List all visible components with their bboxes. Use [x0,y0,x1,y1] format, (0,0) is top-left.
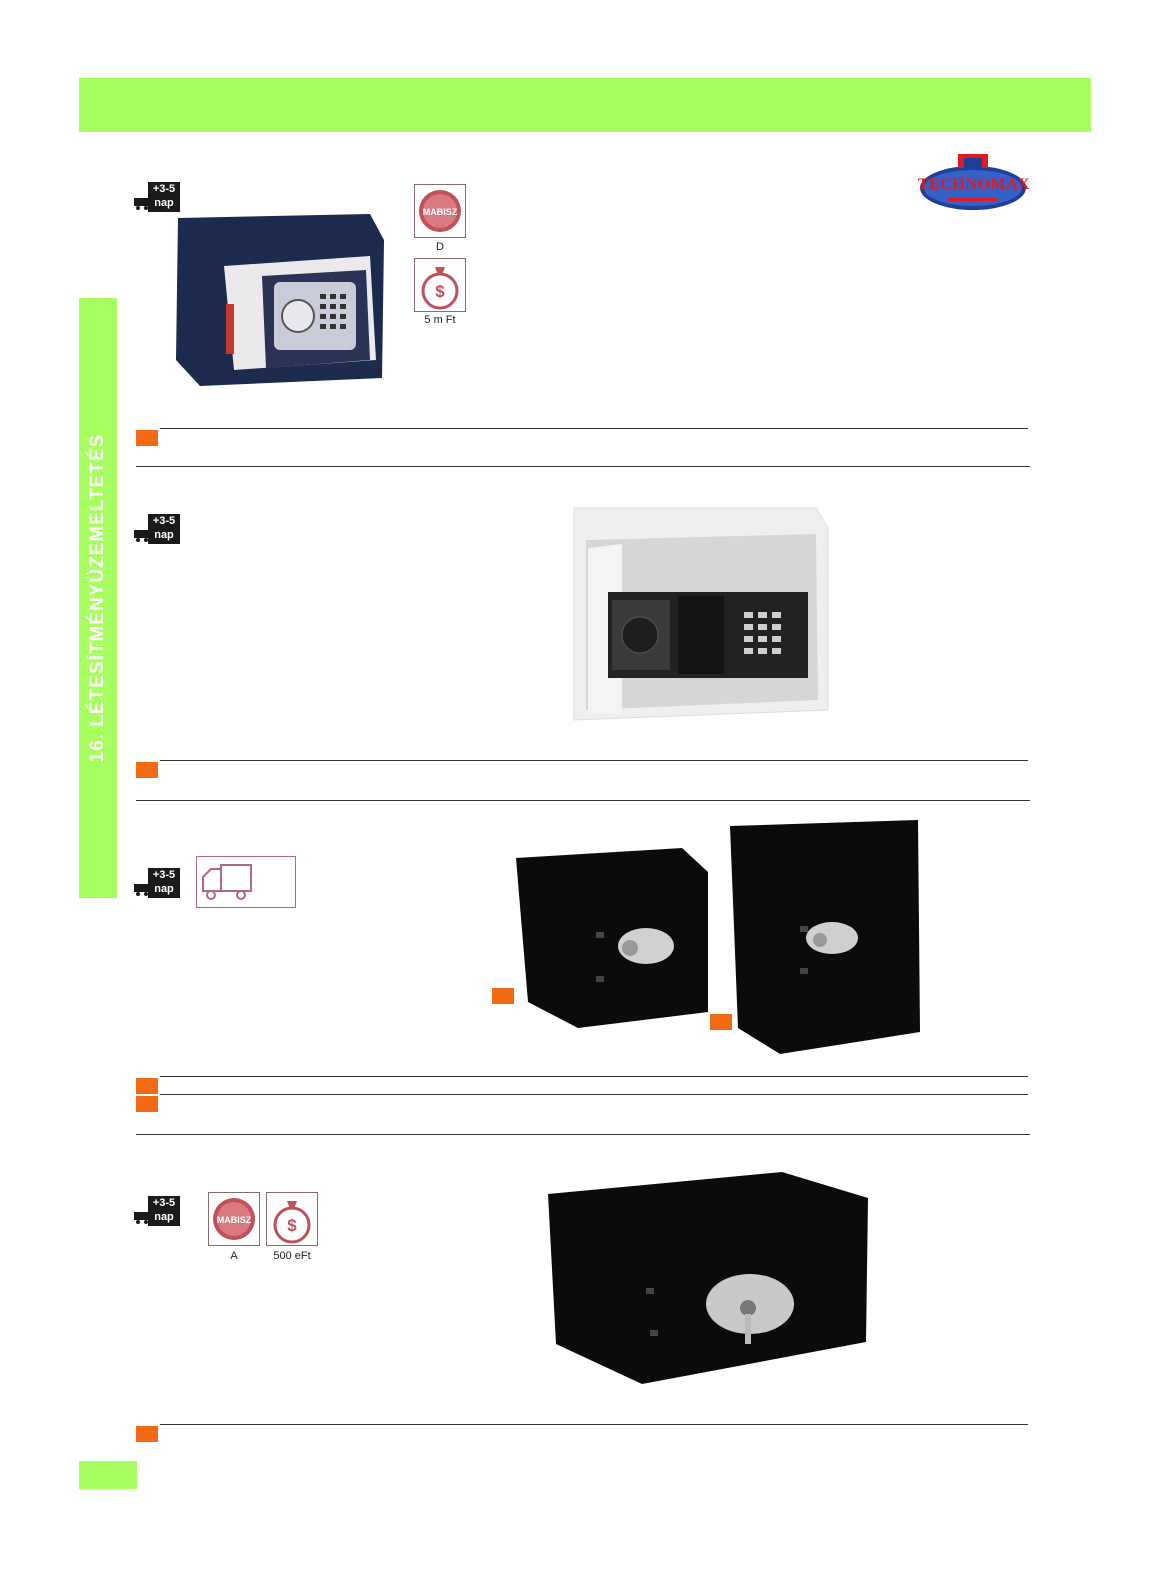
chapter-side-tab: 16. LÉTESÍTMÉNYÜZEMELTETÉS [79,298,117,898]
delivery-unit: nap [154,529,174,541]
table-rule [160,1076,1028,1077]
delivery-truck-icon [134,1212,150,1224]
delivery-days: +3-5 [152,1197,176,1209]
black-electronic-safe-small-image [516,848,708,1028]
delivery-time-badge: +3-5 nap [134,868,182,900]
delivery-time-badge: +3-5 nap [134,514,182,546]
cert-seal-label: MABISZ [217,1215,252,1225]
insured-value-caption: 5 m Ft [424,314,456,326]
row-marker [136,762,158,778]
delivery-time-badge: +3-5 nap [134,1196,182,1228]
table-rule [160,428,1028,429]
brand-name: TECHNOMAX [918,176,1031,193]
freight-delivery-box [196,856,296,908]
delivery-time-badge: +3-5 nap [134,182,182,214]
delivery-days: +3-5 [152,183,176,195]
delivery-days: +3-5 [152,515,176,527]
table-rule [160,1424,1028,1425]
delivery-truck-icon [134,530,150,542]
insured-value-caption: 500 eFt [273,1250,311,1262]
table-rule [160,1094,1028,1095]
row-marker [136,430,158,446]
cert-class-caption: A [230,1250,238,1262]
mabisz-certificate-icon: MABISZ [414,184,466,238]
insured-value-icon: $ [266,1192,318,1246]
black-key-safe-image [548,1172,868,1384]
page-corner-block [79,1461,137,1489]
delivery-unit: nap [154,883,174,895]
delivery-truck-icon [134,198,150,210]
insured-value-icon: $ [414,258,466,312]
money-bag-symbol: $ [287,1216,297,1235]
delivery-days: +3-5 [152,869,176,881]
mabisz-certificate-icon: MABISZ [208,1192,260,1246]
variant-marker [492,988,514,1004]
delivery-unit: nap [154,197,174,209]
section-divider [136,1134,1030,1135]
freight-truck-icon [202,864,252,900]
cert-class-caption: D [436,241,444,253]
row-marker [136,1426,158,1442]
section-divider [136,800,1030,801]
delivery-truck-icon [134,884,150,896]
chapter-title: 16. LÉTESÍTMÉNYÜZEMELTETÉS [87,433,108,763]
header-band [79,78,1091,132]
white-electronic-safe-image [573,507,829,721]
variant-marker [710,1014,732,1030]
brand-emblem-icon [920,154,1026,210]
dark-blue-electronic-safe-image [176,214,384,386]
cert-seal-label: MABISZ [423,207,458,217]
money-bag-symbol: $ [435,282,445,301]
row-marker [136,1078,158,1094]
technomax-logo: TECHNOMAX [918,152,1031,214]
section-divider [136,466,1030,467]
delivery-unit: nap [154,1211,174,1223]
table-rule [160,760,1028,761]
black-electronic-safe-tall-image [730,820,920,1054]
row-marker [136,1096,158,1112]
